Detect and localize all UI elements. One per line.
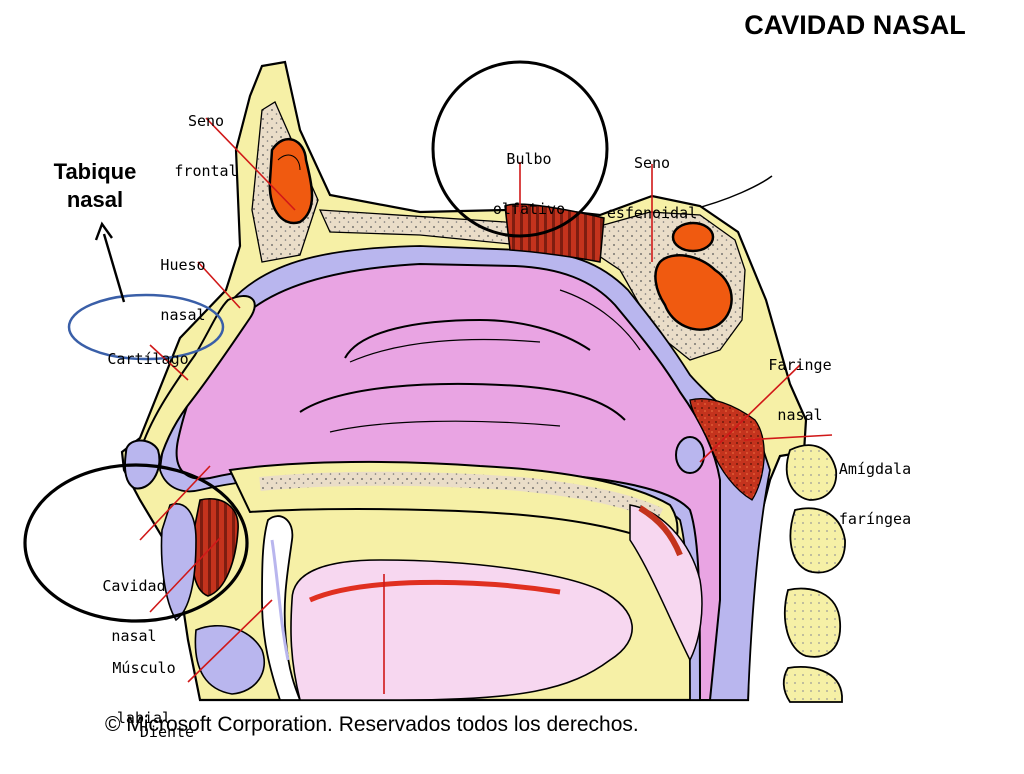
vertebra-1 [785, 444, 837, 501]
leader-hueso-nasal [197, 261, 241, 309]
copyright-notice: © Microsoft Corporation. Reservados todo… [105, 713, 639, 736]
soft-palate [629, 504, 703, 662]
label-diente-l1: Diente [139, 723, 195, 741]
label-musculo-labial: Músculo labial [104, 627, 184, 759]
label-cartilago: Cartílago [100, 318, 196, 401]
frontal-sinus [268, 138, 314, 225]
tabique-arrowhead [94, 221, 113, 241]
leader-amigdala-faringea [743, 434, 833, 441]
leader-lines [139, 117, 833, 694]
label-amigdala-faringea-l2: faríngea [838, 509, 912, 528]
superior-turbinate-line [344, 318, 591, 359]
label-faringe-nasal-l2: nasal [777, 405, 823, 424]
label-musculo-labial-l1: Músculo [112, 659, 176, 677]
slide-title: CAVIDAD NASAL [744, 10, 966, 40]
tabique-nasal-line2: nasal [66, 186, 124, 212]
label-hueso-nasal-l2: nasal [160, 305, 206, 324]
label-faringe-nasal: Faringe nasal [760, 324, 840, 456]
tabique-nasal-annotation: Tabique nasal [40, 158, 150, 213]
label-cavidad-nasal: Cavidad nasal [94, 545, 174, 677]
highlight-ellipse-cavidad [23, 463, 249, 623]
pharyngeal-tonsil [689, 398, 765, 501]
label-bulbo-olfativo-l2: olfativo [492, 199, 566, 218]
label-musculo-labial-l2: labial [116, 708, 172, 727]
leader-faringe-nasal [699, 364, 801, 463]
label-seno-frontal-l1: Seno [187, 112, 225, 130]
tabique-arrow-line [102, 233, 126, 303]
highlight-ellipse-cartilago [67, 293, 225, 361]
label-cartilago-l1: Cartílago [107, 350, 189, 368]
eustachian-opening [675, 436, 705, 474]
label-seno-esfenoidal-l2: esfenoidal [606, 203, 698, 222]
sphenoid-sinus-large [654, 254, 733, 331]
middle-turbinate-line [299, 382, 626, 421]
olfactory-bulb-shape [504, 203, 605, 263]
label-cavidad-nasal-l1: Cavidad [102, 577, 166, 595]
cranial-base-spongy [318, 209, 746, 361]
leader-seno-frontal [205, 117, 296, 211]
label-hueso-nasal: Hueso nasal [148, 224, 218, 356]
label-faringe-nasal-l1: Faringe [768, 356, 832, 374]
vertebra-3 [784, 587, 841, 658]
lower-lip [194, 624, 266, 695]
leader-musculo-labial [149, 537, 221, 613]
leader-cartilago [149, 344, 189, 381]
label-amigdala-faringea: Amígdala faríngea [830, 428, 920, 560]
vertebra-2 [789, 507, 846, 574]
label-bulbo-olfativo: Bulbo olfativo [484, 118, 574, 250]
leader-cavidad-nasal [139, 465, 211, 541]
highlight-circle-bulbo [431, 60, 609, 238]
label-seno-frontal-l2: frontal [174, 161, 238, 180]
tabique-nasal-line1: Tabique [53, 159, 137, 184]
sphenoid-sinus-small [671, 221, 715, 253]
label-seno-esfenoidal-l1: Seno [633, 154, 671, 172]
vertebra-4 [782, 666, 843, 703]
label-amigdala-faringea-l1: Amígdala [838, 460, 912, 478]
leader-diente [187, 599, 273, 683]
label-hueso-nasal-l1: Hueso [160, 256, 206, 274]
label-bulbo-olfativo-l1: Bulbo [506, 150, 552, 168]
label-diente: Diente [132, 691, 202, 774]
label-seno-frontal: Seno frontal [166, 80, 246, 212]
label-seno-esfenoidal: Seno esfenoidal [598, 122, 706, 254]
label-cavidad-nasal-l2: nasal [111, 626, 157, 645]
